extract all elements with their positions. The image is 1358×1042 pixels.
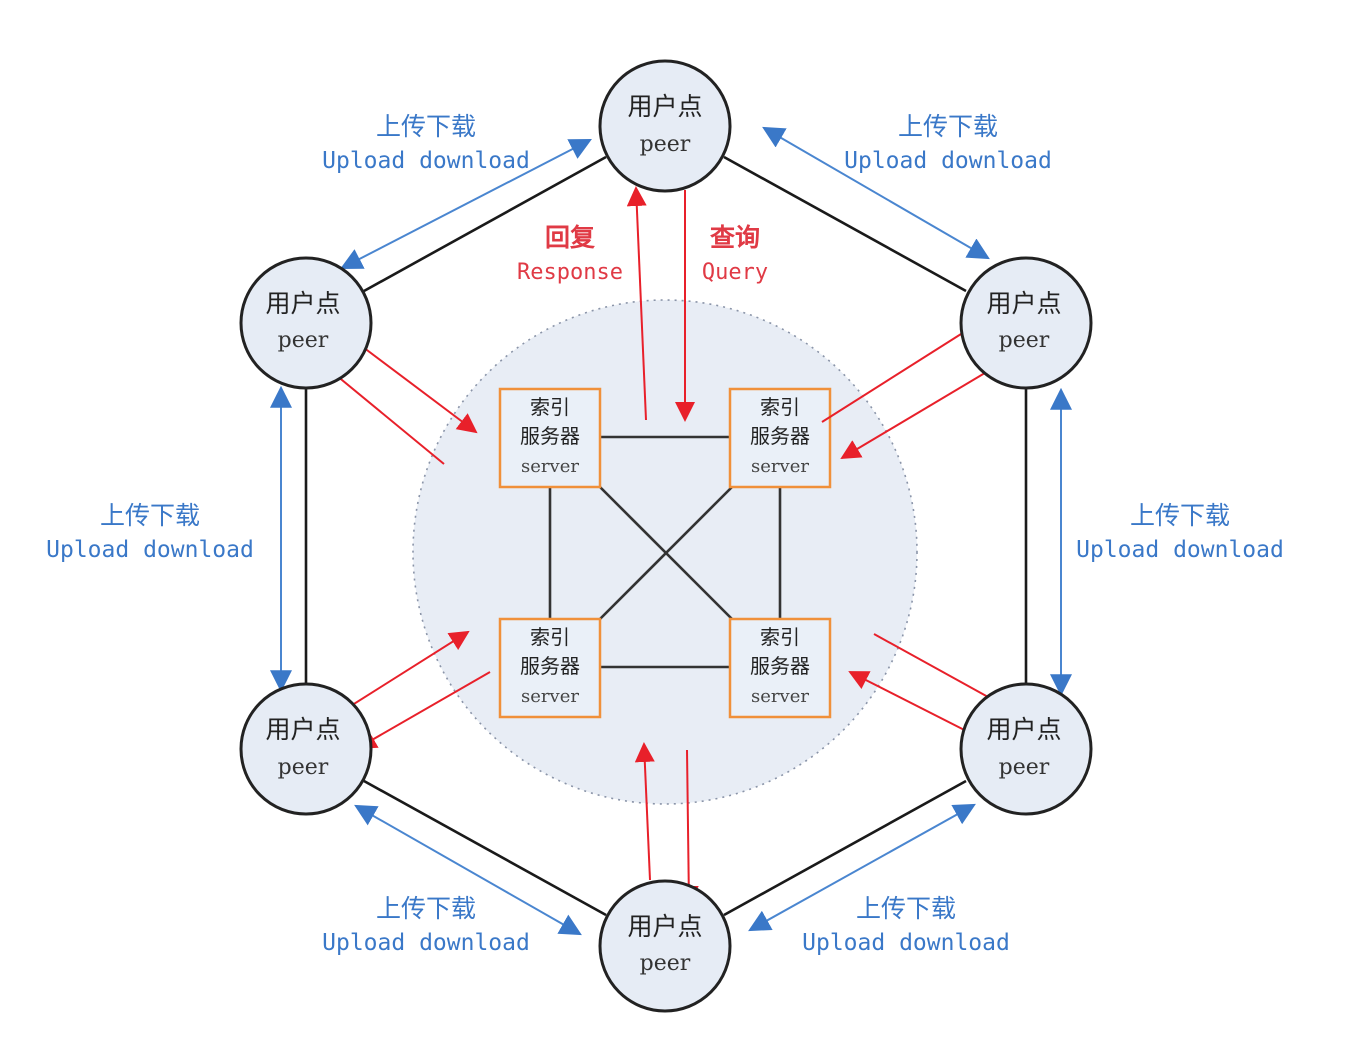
response-arrow-top: [626, 186, 647, 421]
transfer-label-zh: 上传下载: [1130, 501, 1230, 530]
peer-label-zh: 用户点: [265, 715, 340, 744]
query-arrow-lower-left: [337, 630, 470, 715]
server-label-line2: 服务器: [750, 654, 810, 678]
transfer-label-zh: 上传下载: [856, 894, 956, 923]
peer-label-zh: 用户点: [627, 92, 702, 121]
peer-upper-right: 用户点 peer: [959, 256, 1093, 390]
transfer-label-zh: 上传下载: [376, 894, 476, 923]
transfer-arrow-bottom-left: [354, 804, 582, 936]
server-box: [728, 617, 832, 719]
transfer-arrow-bottom-right: [748, 803, 976, 932]
server-box: [498, 617, 602, 719]
response-arrow-upper-right: [821, 320, 982, 423]
server-bottom-right: 索引 服务器 server: [728, 617, 832, 719]
query-label: 查询 Query: [702, 223, 768, 285]
response-label: 回复 Response: [517, 223, 623, 285]
transfer-label-top-right: 上传下载 Upload download: [844, 112, 1052, 174]
transfer-label-en: Upload download: [802, 930, 1010, 956]
peer-node: [239, 682, 373, 816]
server-link-diagonal-2: [599, 486, 733, 620]
transfer-arrows: [270, 126, 1072, 936]
server-label-line3: server: [751, 686, 809, 707]
peer-node: [598, 59, 732, 193]
server-label-line1: 索引: [760, 395, 800, 419]
transfer-label-bottom-right: 上传下载 Upload download: [802, 894, 1010, 956]
peer-label-zh: 用户点: [265, 289, 340, 318]
response-label-zh: 回复: [545, 223, 596, 252]
transfer-label-en: Upload download: [844, 148, 1052, 174]
server-label-line2: 服务器: [520, 654, 580, 678]
server-label-line3: server: [521, 456, 579, 477]
server-label-line1: 索引: [760, 625, 800, 649]
server-links: [548, 435, 782, 669]
server-label-line3: server: [751, 456, 809, 477]
server-bottom-left: 索引 服务器 server: [498, 617, 602, 719]
transfer-label-left: 上传下载 Upload download: [46, 501, 254, 563]
peer-lower-right: 用户点 peer: [959, 682, 1093, 816]
peer-label-en: peer: [278, 755, 329, 780]
transfer-label-bottom-left: 上传下载 Upload download: [322, 894, 530, 956]
peer-bottom: 用户点 peer: [598, 879, 732, 1013]
peer-label-zh: 用户点: [627, 912, 702, 941]
server-label-line2: 服务器: [750, 424, 810, 448]
peer-label-en: peer: [640, 132, 691, 157]
server-top-right: 索引 服务器 server: [728, 387, 832, 489]
transfer-label-en: Upload download: [322, 148, 530, 174]
peer-label-en: peer: [999, 328, 1050, 353]
peer-node: [598, 879, 732, 1013]
server-top-left: 索引 服务器 server: [498, 387, 602, 489]
peer-top: 用户点 peer: [598, 59, 732, 193]
peer-label-en: peer: [999, 755, 1050, 780]
transfer-arrow-top-left: [340, 138, 592, 270]
query-label-zh: 查询: [710, 223, 760, 252]
query-arrow-bottom: [678, 749, 699, 906]
peer-node: [959, 256, 1093, 390]
transfer-label-en: Upload download: [46, 537, 254, 563]
transfer-label-top-left: 上传下载 Upload download: [322, 112, 530, 174]
server-label-line1: 索引: [530, 625, 570, 649]
server-box: [728, 387, 832, 489]
server-box: [498, 387, 602, 489]
transfer-label-zh: 上传下载: [376, 112, 476, 141]
transfer-arrow-top-right: [762, 126, 990, 260]
peer-label-zh: 用户点: [986, 715, 1061, 744]
peer-node: [959, 682, 1093, 816]
response-arrow-lower-right: [873, 633, 1010, 709]
query-arrow-upper-right: [840, 363, 1001, 460]
transfer-label-en: Upload download: [322, 930, 530, 956]
transfer-label-right: 上传下载 Upload download: [1076, 501, 1284, 563]
server-label-line3: server: [521, 686, 579, 707]
peer-upper-left: 用户点 peer: [239, 256, 373, 390]
transfer-label-zh: 上传下载: [100, 501, 200, 530]
peer-label-en: peer: [278, 328, 329, 353]
query-label-en: Query: [702, 260, 768, 285]
peer-lower-left: 用户点 peer: [239, 682, 373, 816]
transfer-label-zh: 上传下载: [898, 112, 998, 141]
server-label-line2: 服务器: [520, 424, 580, 448]
peer-label-zh: 用户点: [986, 289, 1061, 318]
response-arrow-bottom: [634, 742, 655, 881]
transfer-label-en: Upload download: [1076, 537, 1284, 563]
peer-label-en: peer: [640, 951, 691, 976]
server-label-line1: 索引: [530, 395, 570, 419]
response-arrow-lower-left: [356, 671, 491, 749]
peer-node: [239, 256, 373, 390]
response-label-en: Response: [517, 260, 623, 285]
